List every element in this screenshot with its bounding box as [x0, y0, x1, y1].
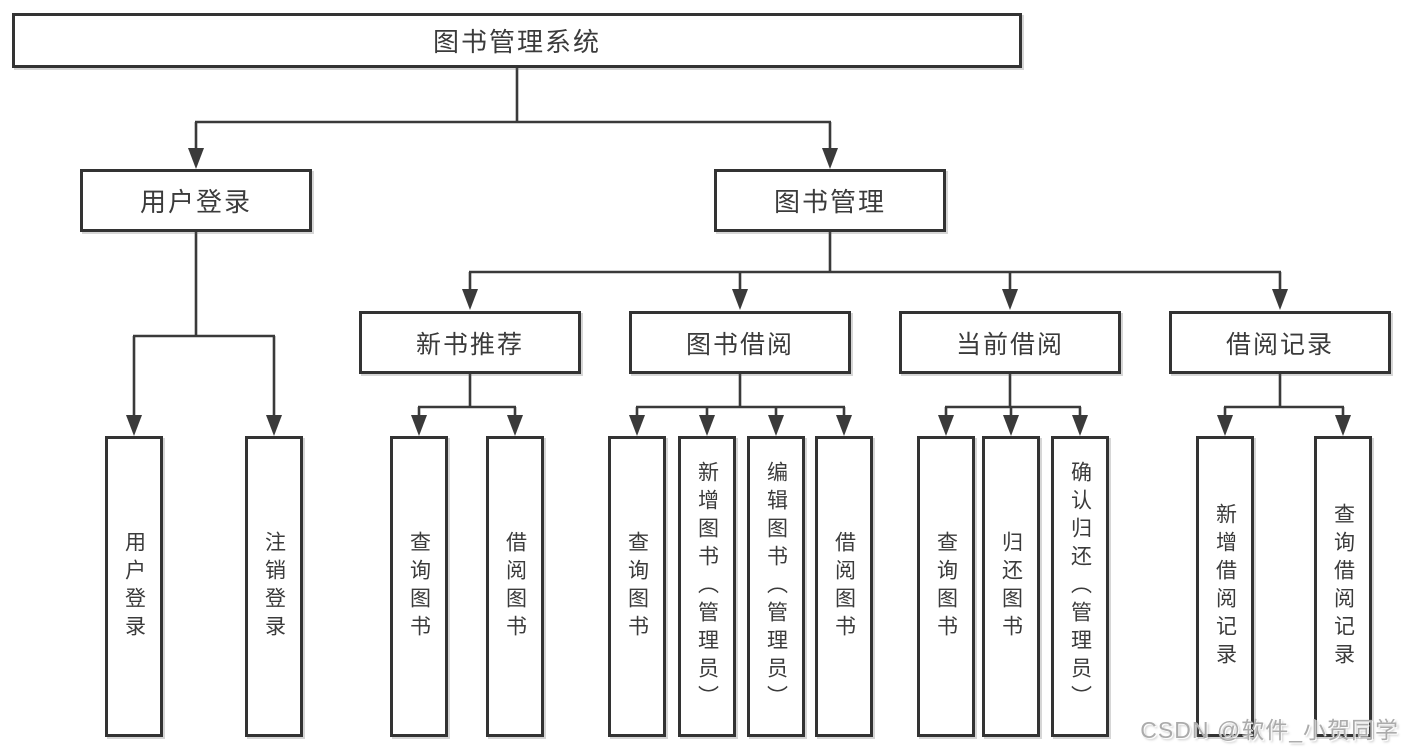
- node-label: 查询图书: [407, 530, 431, 643]
- node-label: 编辑图书（管理员）: [764, 460, 788, 713]
- node-book-management: 图书管理: [714, 169, 946, 232]
- node-leaf-borrow-books-recommend: 借阅图书: [486, 436, 544, 737]
- node-label: 用户登录: [139, 187, 252, 217]
- node-user-login: 用户登录: [80, 169, 312, 232]
- node-leaf-edit-book-admin: 编辑图书（管理员）: [747, 436, 805, 737]
- node-leaf-user-login: 用户登录: [105, 436, 163, 737]
- node-label: 查询图书: [625, 530, 649, 643]
- node-book-borrow: 图书借阅: [629, 311, 851, 374]
- node-new-book-recommend: 新书推荐: [359, 311, 581, 374]
- node-leaf-add-borrow-record: 新增借阅记录: [1196, 436, 1254, 737]
- node-label: 借阅记录: [1225, 330, 1334, 359]
- node-leaf-query-borrow-record: 查询借阅记录: [1314, 436, 1372, 737]
- node-label: 新增图书（管理员）: [695, 460, 719, 713]
- node-leaf-query-books-recommend: 查询图书: [390, 436, 448, 737]
- node-label: 新书推荐: [415, 330, 524, 359]
- node-leaf-return-book: 归还图书: [982, 436, 1040, 737]
- node-label: 查询借阅记录: [1331, 502, 1355, 671]
- node-label: 借阅图书: [503, 530, 527, 643]
- node-label: 归还图书: [999, 530, 1023, 643]
- node-label: 新增借阅记录: [1213, 502, 1237, 671]
- node-label: 注销登录: [262, 530, 286, 643]
- node-borrow-records: 借阅记录: [1169, 311, 1391, 374]
- node-label: 确认归还（管理员）: [1068, 460, 1092, 713]
- node-leaf-query-books-current: 查询图书: [917, 436, 975, 737]
- node-current-borrow: 当前借阅: [899, 311, 1121, 374]
- node-leaf-logout: 注销登录: [245, 436, 303, 737]
- node-leaf-query-books-borrow: 查询图书: [608, 436, 666, 737]
- node-label: 图书管理系统: [432, 27, 601, 57]
- node-label: 当前借阅: [955, 330, 1064, 359]
- node-leaf-borrow-books: 借阅图书: [815, 436, 873, 737]
- node-label: 用户登录: [122, 530, 146, 643]
- node-label: 图书管理: [773, 187, 886, 217]
- node-leaf-add-book-admin: 新增图书（管理员）: [678, 436, 736, 737]
- csdn-watermark: CSDN @软件_小贺同学: [1140, 717, 1399, 743]
- node-library-management-system: 图书管理系统: [12, 13, 1022, 68]
- node-leaf-confirm-return-admin: 确认归还（管理员）: [1051, 436, 1109, 737]
- node-label: 图书借阅: [685, 330, 794, 359]
- node-label: 借阅图书: [832, 530, 856, 643]
- node-label: 查询图书: [934, 530, 958, 643]
